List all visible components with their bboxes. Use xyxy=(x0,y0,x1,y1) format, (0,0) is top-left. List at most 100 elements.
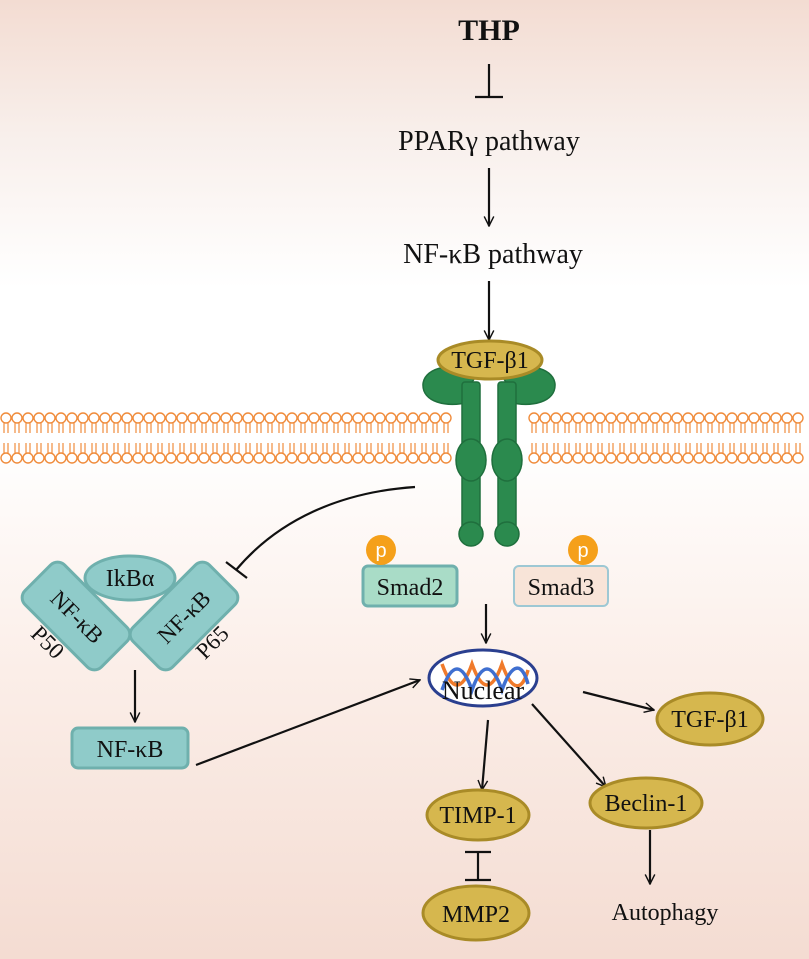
beclin1-node xyxy=(588,776,704,830)
lipid-head xyxy=(121,452,133,464)
label-ppar-pathway: PPARγ pathway xyxy=(398,126,580,157)
lipid-head xyxy=(539,412,551,424)
lipid-head xyxy=(341,452,353,464)
lipid-head xyxy=(220,452,232,464)
lipid-head xyxy=(55,412,67,424)
lipid-head xyxy=(759,412,771,424)
lipid-head xyxy=(220,412,232,424)
smad3-node xyxy=(513,565,609,607)
cell-membrane xyxy=(0,412,804,464)
lipid-head xyxy=(704,412,716,424)
lipid-head xyxy=(715,412,727,424)
lipid-head xyxy=(748,412,760,424)
phospho-smad2-badge xyxy=(366,535,396,565)
label-tgf-output: TGF-β1 xyxy=(671,707,749,733)
lipid-head xyxy=(781,412,793,424)
nfkb-p65-box xyxy=(128,560,240,672)
lipid-head xyxy=(418,412,430,424)
lipid-head xyxy=(330,452,342,464)
lipid-head xyxy=(693,412,705,424)
lipid-head xyxy=(605,412,617,424)
lipid-head xyxy=(22,412,34,424)
label-beclin1: Beclin-1 xyxy=(605,791,688,817)
lipid-head xyxy=(297,452,309,464)
lipid-head xyxy=(396,412,408,424)
lipid-head xyxy=(737,452,749,464)
tgf-output-node xyxy=(655,691,765,747)
lipid-head xyxy=(407,452,419,464)
nfkb-complex: IkBα NF-κB P50 NF-κB P65 xyxy=(20,554,240,672)
label-nfkb-free: NF-κB xyxy=(97,737,164,763)
lipid-head xyxy=(0,412,12,424)
lipid-head xyxy=(55,452,67,464)
lipid-head xyxy=(11,412,23,424)
lipid-head xyxy=(242,452,254,464)
lipid-head xyxy=(231,452,243,464)
lipid-head xyxy=(440,412,452,424)
lipid-head xyxy=(561,412,573,424)
inhibit-receptor-complex xyxy=(225,485,416,579)
lipid-head xyxy=(33,452,45,464)
lipid-head xyxy=(671,412,683,424)
lipid-head xyxy=(176,452,188,464)
lipid-head xyxy=(198,412,210,424)
lipid-head xyxy=(88,412,100,424)
lipid-head xyxy=(638,412,650,424)
lipid-head xyxy=(66,452,78,464)
lipid-head xyxy=(110,412,122,424)
lipid-head xyxy=(275,452,287,464)
lipid-head xyxy=(154,452,166,464)
lipid-head xyxy=(44,412,56,424)
lipid-head xyxy=(110,452,122,464)
lipid-head xyxy=(737,412,749,424)
lipid-head xyxy=(594,412,606,424)
title-thp: THP xyxy=(458,14,520,47)
arrow-nuclear-tgf xyxy=(582,690,654,710)
label-timp1: TIMP-1 xyxy=(439,803,516,829)
tgf-receptor xyxy=(422,365,556,547)
lipid-head xyxy=(572,452,584,464)
lipid-head xyxy=(649,452,661,464)
phospho-smad3-badge xyxy=(568,535,598,565)
lipid-head xyxy=(253,412,265,424)
arrow-nuclear-beclin1 xyxy=(531,703,606,787)
lipid-head xyxy=(770,452,782,464)
label-nuclear: Nuclear xyxy=(442,676,525,705)
lipid-head xyxy=(187,412,199,424)
lipid-head xyxy=(726,452,738,464)
lipid-head xyxy=(33,412,45,424)
lipid-head xyxy=(792,412,804,424)
label-autophagy: Autophagy xyxy=(612,900,719,926)
lipid-head xyxy=(264,412,276,424)
mmp2-node xyxy=(421,884,531,942)
lipid-head xyxy=(187,452,199,464)
lipid-head xyxy=(781,452,793,464)
lipid-head xyxy=(528,412,540,424)
lipid-head xyxy=(99,452,111,464)
lipid-head xyxy=(154,412,166,424)
lipid-head xyxy=(165,452,177,464)
lipid-head xyxy=(352,412,364,424)
ikba-node xyxy=(83,554,177,602)
lipid-head xyxy=(715,452,727,464)
lipid-head xyxy=(561,452,573,464)
lipid-head xyxy=(132,412,144,424)
lipid-head xyxy=(286,412,298,424)
lipid-head xyxy=(253,452,265,464)
smad2-node xyxy=(361,564,459,608)
lipid-head xyxy=(242,412,254,424)
lipid-head xyxy=(583,412,595,424)
lipid-head xyxy=(660,452,672,464)
label-smad2: Smad2 xyxy=(377,575,444,601)
lipid-head xyxy=(440,452,452,464)
label-ikba: IkBα xyxy=(106,566,155,592)
tgf-ligand xyxy=(436,339,544,381)
lipid-head xyxy=(11,452,23,464)
lipid-head xyxy=(550,452,562,464)
label-p-smad2: p xyxy=(375,540,386,562)
lipid-head xyxy=(528,452,540,464)
label-nfkb-pathway: NF-κB pathway xyxy=(403,239,583,270)
nfkb-free-node xyxy=(70,726,190,770)
lipid-head xyxy=(374,412,386,424)
